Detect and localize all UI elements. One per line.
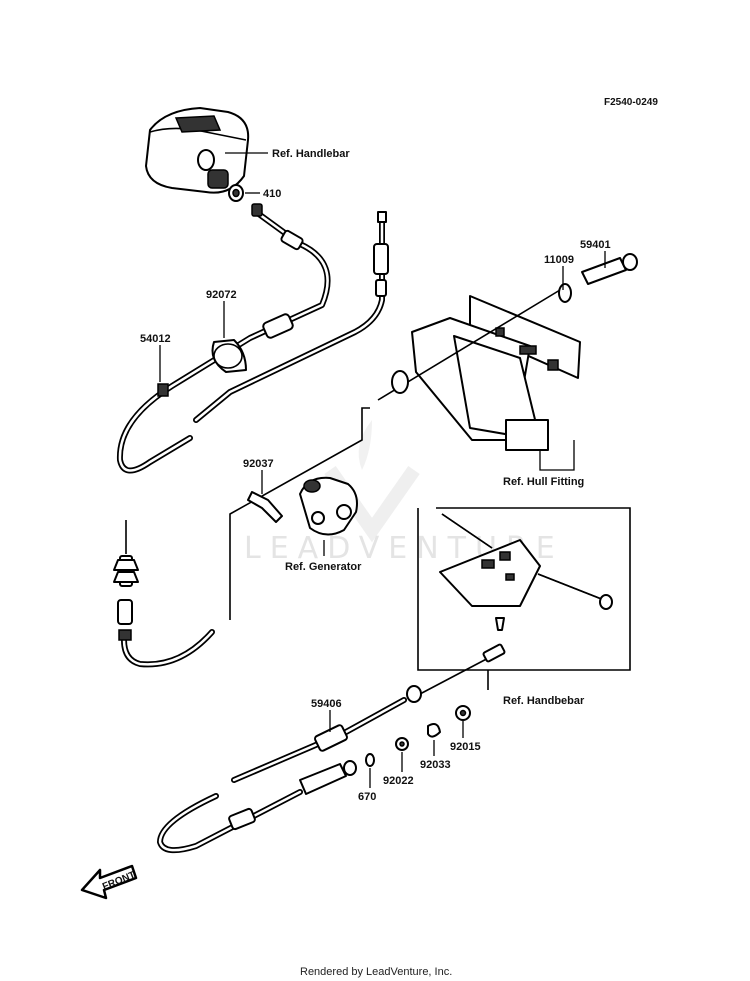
hull-fitting-bracket [411, 295, 581, 451]
cable-lower-left [113, 407, 370, 668]
part-label-92037: 92037 [243, 458, 274, 470]
credit-text: Rendered by LeadVenture, Inc. [300, 966, 452, 978]
cable-59401 [377, 253, 638, 401]
diagram-code: F2540-0249 [604, 97, 658, 108]
part-label-92022: 92022 [383, 775, 414, 787]
part-label-11009: 11009 [544, 254, 574, 266]
part-92033-lockwasher [427, 723, 441, 738]
part-label-92033: 92033 [420, 759, 451, 771]
part-label-410: 410 [263, 188, 281, 200]
part-label-59406: 59406 [311, 698, 342, 710]
ref-handlebar-top: Ref. Handlebar [272, 148, 350, 160]
part-label-59401: 59401 [580, 239, 611, 251]
part-410-washer [228, 184, 244, 202]
part-label-670: 670 [358, 791, 376, 803]
part-label-92072: 92072 [206, 289, 237, 301]
part-92015-nut [455, 705, 471, 721]
part-label-92015: 92015 [450, 741, 481, 753]
ref-hull-fitting: Ref. Hull Fitting [503, 476, 584, 488]
part-label-54012: 54012 [140, 333, 171, 345]
cable-54012 [116, 203, 331, 474]
ref-generator: Ref. Generator [285, 561, 362, 573]
lower-handlebar-frame [417, 507, 631, 690]
part-92022-washer [395, 737, 409, 751]
part-92072-clamp [211, 339, 247, 373]
handlebar-plate [439, 513, 613, 631]
part-92037-bracket [247, 491, 283, 523]
generator [299, 476, 358, 536]
cable-upper-return [193, 211, 389, 423]
handlebar-housing [145, 107, 250, 194]
cable-59406 [157, 643, 506, 854]
front-arrow-icon [80, 864, 138, 900]
ref-handlebar-bottom: Ref. Handbebar [503, 695, 585, 707]
part-670-oring [365, 753, 375, 767]
